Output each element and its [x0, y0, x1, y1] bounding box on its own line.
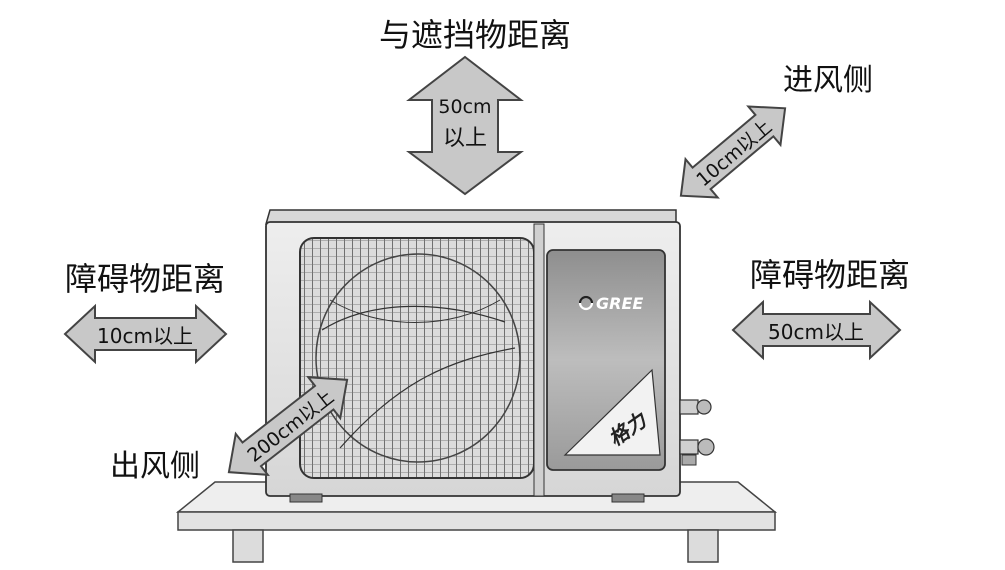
right-obstacle-label: 障碍物距离 — [750, 256, 910, 294]
left-clearance-arrow: 10cm以上 — [63, 303, 228, 365]
inlet-clearance-value: 10cm以上 — [692, 116, 776, 191]
air-outlet-label: 出风侧 — [110, 449, 200, 484]
fan-grille — [299, 237, 535, 479]
front-panel: 格力 — [546, 249, 666, 471]
refrigerant-valves — [679, 399, 715, 466]
left-clearance-value: 10cm以上 — [97, 324, 193, 348]
top-clearance-suffix: 以上 — [443, 126, 487, 151]
air-inlet-label: 进风侧 — [783, 63, 873, 98]
brand-name: GREE — [596, 294, 643, 313]
left-obstacle-label: 障碍物距离 — [65, 260, 225, 298]
brand-logo: GREE — [578, 294, 643, 313]
top-clearance-value: 50cm — [438, 96, 491, 118]
right-clearance-arrow: 50cm以上 — [731, 299, 902, 361]
inlet-clearance-arrow: 10cm以上 — [679, 105, 787, 199]
top-clearance-arrow: 50cm 以上 — [406, 55, 524, 196]
right-clearance-value: 50cm以上 — [768, 320, 864, 344]
gree-swirl-icon — [578, 295, 594, 311]
outdoor-unit: 格力 GREE — [265, 209, 715, 503]
top-obstacle-label: 与遮挡物距离 — [379, 16, 571, 54]
